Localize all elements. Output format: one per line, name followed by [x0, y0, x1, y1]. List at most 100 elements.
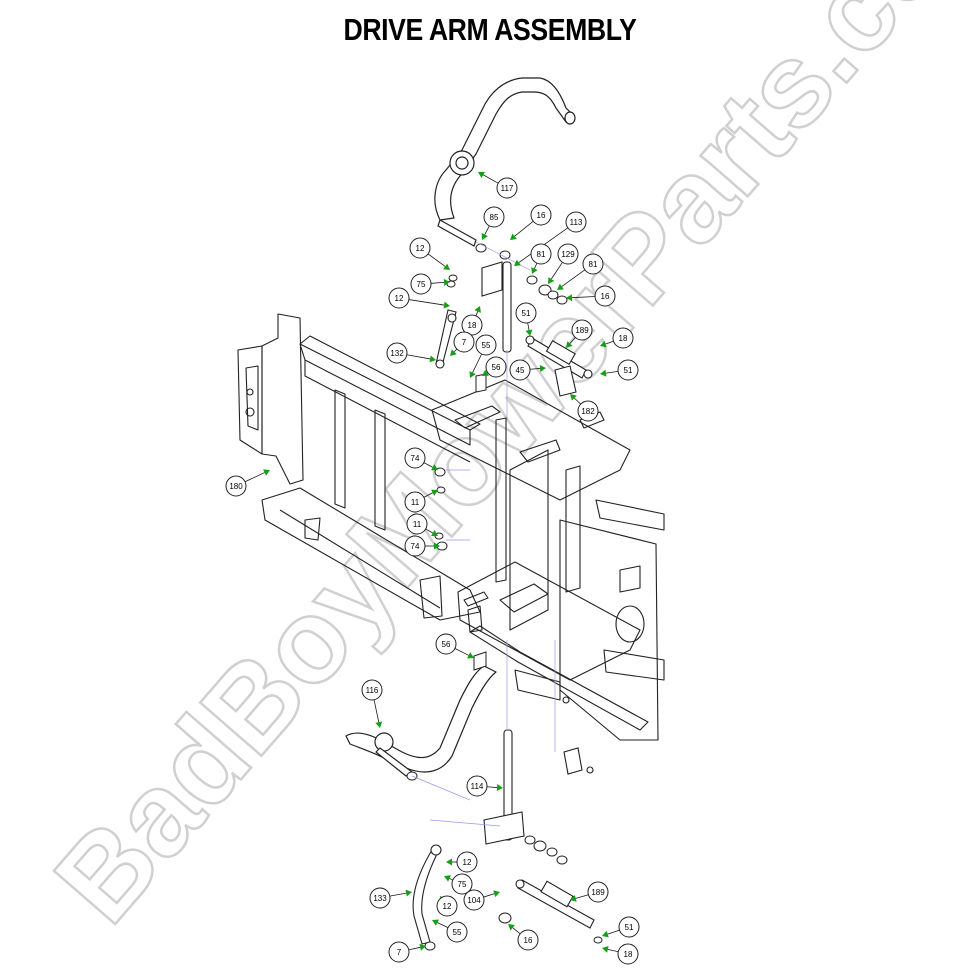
lower-damper [515, 879, 595, 929]
callout-45: 45 [509, 359, 546, 381]
callout-label: 45 [516, 366, 525, 375]
callout-bubble [466, 775, 488, 797]
leader-line [527, 322, 530, 331]
callout-bubble [453, 331, 475, 353]
callout-75: 75 [444, 873, 473, 895]
callout-label: 113 [570, 218, 583, 227]
callout-label: 81 [537, 250, 546, 259]
leader-arrow [496, 784, 503, 792]
leader-arrow [602, 945, 609, 953]
callout-bubble [463, 889, 485, 911]
leader-arrow [600, 340, 607, 348]
callout-label: 7 [397, 948, 402, 957]
frame-top-beam [299, 343, 471, 446]
callout-113: 113 [514, 211, 587, 266]
callout-label: 75 [458, 880, 467, 889]
callout-180: 180 [225, 469, 270, 497]
callout-bubble [404, 447, 426, 469]
callout-85: 85 [481, 206, 505, 240]
leader-line [529, 368, 541, 370]
upper-linkage-rod [435, 309, 457, 369]
callout-bubble [485, 356, 507, 378]
callout-104: 104 [463, 889, 500, 911]
callout-bubble [483, 206, 505, 228]
callout-12: 12 [436, 895, 458, 917]
callout-75: 75 [410, 273, 450, 295]
callout-18: 18 [461, 306, 483, 336]
leader-arrow [263, 469, 270, 476]
callout-bubble [612, 327, 634, 349]
callout-label: 51 [625, 923, 634, 932]
leader-arrow [548, 277, 555, 284]
leader-arrow [531, 267, 538, 274]
callout-label: 55 [482, 341, 491, 350]
callout-bubble [618, 916, 640, 938]
callout-label: 7 [462, 338, 467, 347]
leader-arrow [525, 329, 533, 336]
leader-arrow [478, 171, 485, 178]
leader-line [373, 699, 380, 723]
center-upper-plate [431, 379, 631, 501]
leader-line [453, 348, 458, 353]
lower-drive-handle [345, 665, 497, 777]
page-title: DRIVE ARM ASSEMBLY [343, 12, 637, 47]
callout-label: 18 [624, 950, 633, 959]
leader-arrow [570, 894, 577, 902]
callout-51: 51 [602, 916, 640, 938]
leader-arrow [510, 233, 517, 240]
leader-arrow [566, 341, 573, 348]
callout-label: 12 [416, 244, 425, 253]
callout-189: 189 [570, 881, 609, 903]
callout-bubble [496, 177, 518, 199]
callout-55: 55 [432, 919, 468, 943]
main-frame [237, 313, 665, 741]
upper-damper [525, 335, 593, 379]
callout-label: 180 [229, 482, 243, 491]
leader-line [607, 929, 620, 935]
callout-label: 11 [411, 498, 420, 507]
callout-bubble [404, 491, 426, 513]
leader-arrow [600, 369, 607, 377]
callout-bubble [461, 314, 483, 336]
callout-label: 12 [443, 902, 452, 911]
leader-line [408, 946, 421, 951]
callout-label: 129 [561, 250, 575, 259]
callout-51: 51 [600, 359, 639, 381]
callout-18: 18 [600, 327, 634, 349]
callout-133: 133 [369, 887, 412, 909]
leader-line [534, 262, 538, 269]
callout-bubble [386, 342, 408, 364]
callout-bubble [509, 359, 531, 381]
callout-11: 11 [404, 489, 438, 513]
callout-81: 81 [557, 253, 604, 290]
upper-shaft [481, 261, 512, 353]
upper-bracket [554, 365, 577, 397]
callout-label: 12 [395, 294, 404, 303]
leader-arrow [474, 306, 481, 313]
leader-arrow [539, 364, 546, 372]
leader-line [408, 299, 445, 306]
leader-arrow [443, 278, 450, 286]
leader-line [486, 786, 498, 788]
callout-label: 56 [492, 363, 501, 372]
leader-line [430, 282, 445, 284]
leader-line [244, 472, 265, 483]
callout-12: 12 [388, 287, 450, 309]
leader-line [484, 225, 490, 235]
leader-line [423, 492, 433, 498]
leader-arrow [443, 263, 450, 270]
right-end-plate [559, 519, 659, 741]
callout-bubble [406, 513, 428, 535]
leader-line [449, 878, 454, 881]
leader-arrow [444, 875, 451, 882]
callout-16: 16 [508, 924, 539, 951]
leader-line [423, 462, 433, 468]
callout-label: 114 [471, 782, 484, 791]
leader-arrow [602, 930, 609, 938]
callout-label: 74 [411, 542, 420, 551]
leader-arrow [431, 464, 438, 471]
callout-18: 18 [602, 943, 639, 965]
callout-label: 16 [537, 211, 546, 220]
callout-bubble [517, 929, 539, 951]
